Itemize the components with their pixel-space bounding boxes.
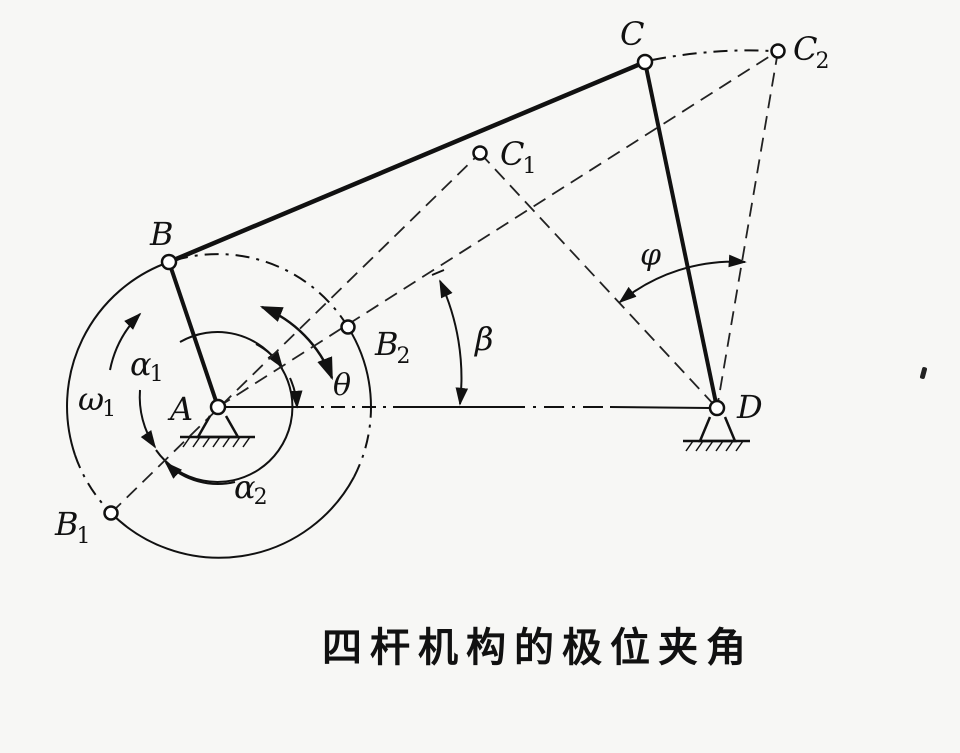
label-alpha2: α2 bbox=[234, 468, 268, 510]
figure-caption: 四杆机构的极位夹角 bbox=[322, 625, 754, 671]
beta-arrow bbox=[439, 279, 469, 406]
joints bbox=[103, 43, 786, 521]
label-C2: C2 bbox=[793, 30, 829, 74]
label-B2: B2 bbox=[374, 325, 411, 369]
label-theta: θ bbox=[333, 368, 351, 403]
joint-A bbox=[209, 398, 227, 416]
frame-line-AD bbox=[225, 406, 711, 409]
label-C: C bbox=[620, 15, 644, 53]
ground-support-D bbox=[683, 416, 750, 452]
joint-D bbox=[708, 399, 726, 417]
joint-C1 bbox=[472, 145, 488, 161]
theta-arrow bbox=[259, 305, 334, 381]
label-A: A bbox=[167, 390, 193, 428]
ground-support-A bbox=[180, 415, 255, 448]
links bbox=[167, 59, 719, 409]
label-omega1: ω1 bbox=[78, 380, 116, 422]
omega1-arrow-down bbox=[138, 389, 157, 449]
label-B: B bbox=[149, 215, 174, 253]
phi-arrow bbox=[618, 254, 747, 304]
label-beta: β bbox=[474, 320, 494, 358]
label-phi: φ bbox=[640, 238, 661, 273]
joint-C bbox=[636, 53, 654, 71]
label-D: D bbox=[736, 388, 763, 426]
alpha-arc bbox=[155, 331, 294, 483]
label-C1: C1 bbox=[500, 135, 536, 179]
alpha2-arrow bbox=[164, 461, 236, 485]
extreme-position-lines bbox=[110, 50, 779, 514]
omega1-arrow-up bbox=[109, 312, 142, 371]
label-B1: B1 bbox=[54, 505, 91, 549]
label-alpha1: α1 bbox=[130, 345, 164, 387]
joint-B2 bbox=[340, 319, 356, 335]
joint-C2 bbox=[770, 43, 786, 59]
theta-small-arrow bbox=[289, 377, 303, 409]
joint-B1 bbox=[103, 505, 119, 521]
joint-B bbox=[160, 253, 178, 271]
rocker-arc bbox=[651, 49, 773, 61]
crank-path-circle bbox=[66, 253, 372, 559]
